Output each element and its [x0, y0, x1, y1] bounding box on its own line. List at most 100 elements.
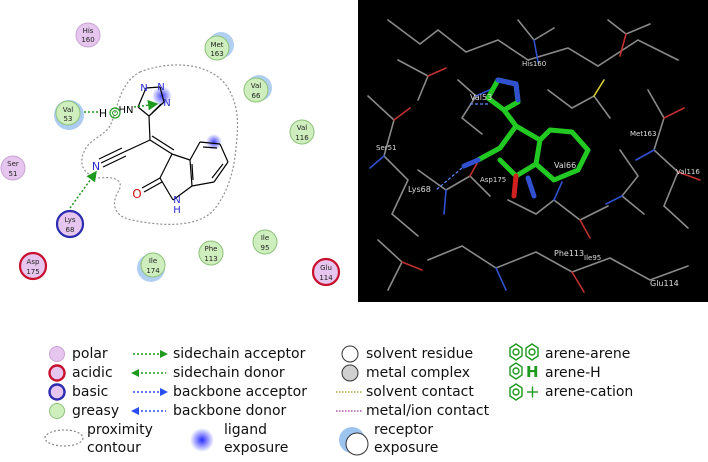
legend-label-solvent-contact: solvent contact: [366, 384, 474, 400]
svg-text:53: 53: [64, 115, 73, 123]
svg-text:66: 66: [252, 92, 261, 100]
hbond-lys68: [69, 170, 97, 209]
svg-text:160: 160: [81, 36, 94, 44]
legend-swatch-greasy: [49, 403, 65, 419]
interaction-diagram-svg: N N N H HN N O N H His 160 Met 163 Val 6…: [0, 22, 341, 287]
residue-lys-68: Lys 68: [55, 209, 85, 239]
svg-text:Glu: Glu: [320, 264, 332, 272]
legend-label-basic: basic: [72, 384, 109, 400]
svg-text:174: 174: [146, 267, 160, 275]
arrowhead: [160, 388, 168, 396]
structure-label: Ile95: [584, 254, 601, 262]
arrowhead: [131, 407, 139, 415]
arrowhead: [131, 369, 139, 377]
structure-label: Val53: [470, 93, 492, 102]
legend-swatch-acidic: [48, 364, 66, 382]
structure-view: His160 Val53 Met163 Ser51 Val66 Val116 L…: [358, 0, 708, 302]
structure-view-svg: His160 Val53 Met163 Ser51 Val66 Val116 L…: [367, 19, 701, 293]
svg-text:His: His: [83, 27, 94, 35]
legend-label-polar: polar: [72, 346, 108, 362]
ligand-atom-label: N: [140, 83, 147, 94]
legend-label-receptor-exposure: exposure: [374, 440, 439, 456]
svg-text:51: 51: [9, 170, 18, 178]
structure-label: Lys68: [408, 185, 431, 194]
legend-arene-h-symbol: H: [526, 363, 539, 381]
legend-label-ligand: ligand: [224, 422, 268, 438]
legend-swatch-metal-complex: [341, 364, 359, 382]
svg-text:Val: Val: [297, 124, 308, 132]
legend-swatch-basic: [48, 383, 66, 401]
ligand-heteroatoms: [461, 77, 537, 199]
svg-text:116: 116: [295, 134, 309, 142]
svg-text:95: 95: [261, 244, 270, 252]
residue-phe-113: Phe 113: [198, 240, 224, 266]
structure-label: Asp175: [480, 176, 506, 184]
legend-label-sidechain-acceptor: sidechain acceptor: [173, 346, 306, 362]
legend-label-contour: contour: [87, 440, 141, 456]
legend-label-ligand-exposure: exposure: [224, 440, 289, 456]
svg-text:Ile: Ile: [261, 234, 269, 242]
svg-text:175: 175: [26, 268, 39, 276]
structure-labels: His160 Val53 Met163 Ser51 Val66 Val116 L…: [376, 60, 700, 288]
hbond-sidechain-donor: [133, 99, 159, 111]
legend-symbols: H: [44, 343, 539, 456]
residue-ile-95: Ile 95: [252, 229, 278, 255]
svg-text:Phe: Phe: [205, 245, 218, 253]
hbond-3d: [435, 167, 463, 191]
interaction-diagram: N N N H HN N O N H His 160 Met 163 Val 6…: [0, 0, 358, 302]
legend-label-sidechain-donor: sidechain donor: [173, 365, 285, 381]
structure-label: Phe113: [554, 249, 584, 258]
ligand-atom-label: N: [173, 195, 180, 206]
ligand-atom-label: N: [157, 82, 164, 93]
legend-label-arene-h: arene-H: [545, 365, 601, 381]
structure-label: Ser51: [376, 144, 397, 152]
ligand-atom-label: H: [173, 205, 181, 216]
svg-text:Val: Val: [251, 82, 262, 90]
legend-label-greasy: greasy: [72, 403, 120, 419]
svg-text:68: 68: [66, 226, 75, 234]
structure-label: Val116: [676, 168, 700, 176]
structure-label: Glu114: [650, 279, 679, 288]
residue-met-163: Met 163: [204, 35, 230, 61]
legend-label-solvent-residue: solvent residue: [366, 346, 474, 362]
residue-ser-51: Ser 51: [0, 155, 26, 181]
legend-swatch-proximity: [44, 429, 84, 447]
legend-label-receptor: receptor: [374, 422, 434, 438]
arene-h-ring: [109, 107, 121, 119]
ligand-exposure: [206, 134, 222, 150]
structure-label: Val66: [554, 161, 576, 170]
residue-ile-174: Ile 174: [140, 252, 166, 278]
legend-arene-h-icon: [509, 362, 523, 380]
legend-swatch-polar: [49, 346, 65, 362]
legend: H polar acidic basic greasy proximity co…: [0, 330, 708, 462]
residue-glu-114: Glu 114: [311, 257, 341, 287]
structure-label: Met163: [630, 130, 656, 138]
proximity-contour: [81, 64, 239, 225]
legend-swatch-ligand-exposure: [190, 428, 214, 452]
structure-label: His160: [522, 60, 546, 68]
arene-h-ring: [112, 110, 118, 116]
protein-sticks: [367, 19, 701, 293]
residue-asp-175: Asp 175: [18, 251, 48, 281]
legend-label-arene-arene: arene-arene: [545, 346, 631, 362]
ligand-atom-label: O: [132, 187, 141, 201]
svg-text:Asp: Asp: [27, 258, 40, 266]
svg-text:Ser: Ser: [7, 160, 19, 168]
legend-swatch-receptor-exposure: [345, 432, 369, 456]
legend-label-acidic: acidic: [72, 365, 113, 381]
residue-val-66: Val 66: [243, 77, 269, 103]
ligand-atom-label: N: [163, 98, 170, 109]
residue-val-116: Val 116: [289, 119, 315, 145]
residue-his-160: His 160: [75, 22, 101, 48]
svg-text:163: 163: [210, 50, 223, 58]
legend-label-backbone-acceptor: backbone acceptor: [173, 384, 307, 400]
ligand-atom-label: N: [92, 160, 100, 173]
legend-arene-arene-icon: [509, 343, 539, 361]
legend-label-metal-contact: metal/ion contact: [366, 403, 490, 419]
arrowhead: [160, 350, 168, 358]
svg-text:113: 113: [204, 255, 217, 263]
ligand-atom-label: HN: [119, 105, 134, 116]
svg-text:114: 114: [319, 274, 333, 282]
svg-text:Lys: Lys: [64, 216, 75, 224]
svg-text:Met: Met: [210, 41, 223, 49]
